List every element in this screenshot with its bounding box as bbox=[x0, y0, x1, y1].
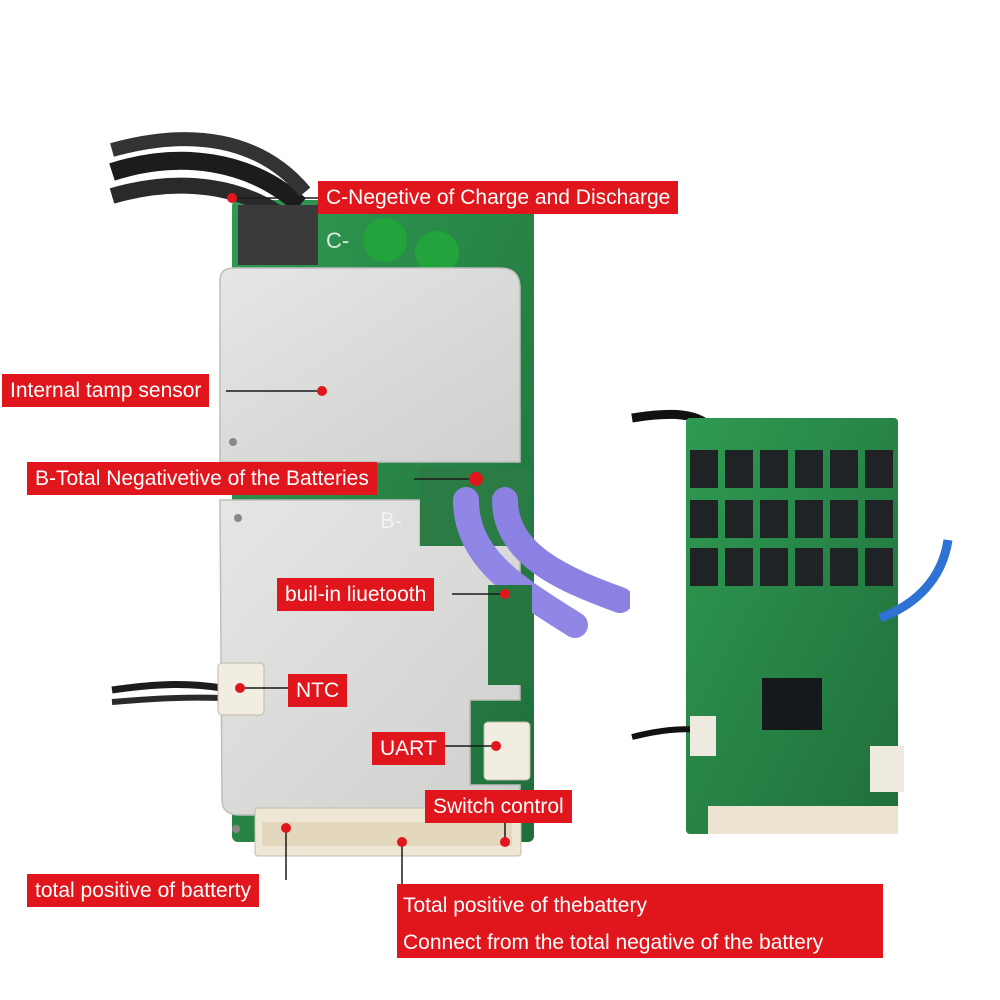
mosfet-1-1 bbox=[725, 500, 753, 538]
screw-hole-mid bbox=[234, 514, 242, 522]
pointer-dots bbox=[227, 193, 510, 847]
qc-sticker-1 bbox=[363, 218, 407, 262]
dot-ntc bbox=[235, 683, 245, 693]
qc-sticker-2 bbox=[415, 231, 459, 275]
mosfet-0-1 bbox=[725, 450, 753, 488]
port-c-text: C- bbox=[326, 228, 349, 253]
label-bluetooth: buil-in liuetooth bbox=[277, 578, 435, 611]
mosfet-0-2 bbox=[760, 450, 788, 488]
ntc-cable bbox=[111, 680, 223, 694]
label-total-positive-left: total positive of batterty bbox=[27, 874, 259, 907]
dot-total-positive-bottom bbox=[397, 837, 407, 847]
label-switch-control: Switch control bbox=[425, 790, 572, 823]
dot-uart bbox=[491, 741, 501, 751]
main-connector-strip-inner bbox=[262, 822, 512, 846]
bluetooth-module bbox=[488, 585, 532, 685]
mosfet-array bbox=[690, 450, 893, 586]
port-b-text: B- bbox=[380, 508, 402, 533]
c-minus-cable bbox=[109, 151, 307, 212]
top-view-uart-connector bbox=[870, 746, 904, 792]
b-minus-cable-2 bbox=[492, 487, 633, 613]
label-c-negative: C-Negetive of Charge and Discharge bbox=[318, 181, 679, 214]
mosfet-2-0 bbox=[690, 548, 718, 586]
label-uart: UART bbox=[372, 732, 445, 765]
dot-internal-temp bbox=[317, 386, 327, 396]
top-view-ntc-connector bbox=[690, 716, 716, 756]
top-view-connector-strip bbox=[708, 806, 898, 834]
mosfet-1-2 bbox=[760, 500, 788, 538]
dot-b-negative bbox=[469, 472, 483, 486]
mosfet-2-1 bbox=[725, 548, 753, 586]
mosfet-1-0 bbox=[690, 500, 718, 538]
mosfet-2-5 bbox=[865, 548, 893, 586]
b-minus-cable-1 bbox=[453, 487, 588, 638]
mosfet-1-5 bbox=[865, 500, 893, 538]
mosfet-2-3 bbox=[795, 548, 823, 586]
uart-connector bbox=[483, 721, 531, 781]
screw-hole-bottom bbox=[232, 825, 240, 833]
dot-c-negative bbox=[227, 193, 237, 203]
dot-total-positive-left bbox=[281, 823, 291, 833]
mcu-chip bbox=[762, 678, 822, 730]
heatsink-upper bbox=[219, 267, 521, 463]
top-view-board bbox=[630, 405, 953, 838]
label-b-negative: B-Total Negativetive of the Batteries bbox=[27, 462, 377, 495]
mosfet-0-3 bbox=[795, 450, 823, 488]
top-view-blue-wire bbox=[878, 539, 953, 623]
label-total-positive-bottom-line2: Connect from the total negative of the b… bbox=[403, 931, 824, 954]
screw-hole-top bbox=[229, 438, 237, 446]
mosfet-0-4 bbox=[830, 450, 858, 488]
mosfet-0-0 bbox=[690, 450, 718, 488]
label-internal-temp: Internal tamp sensor bbox=[2, 374, 210, 407]
mosfet-1-4 bbox=[830, 500, 858, 538]
dot-switch-control bbox=[500, 837, 510, 847]
mosfet-2-4 bbox=[830, 548, 858, 586]
mosfet-1-3 bbox=[795, 500, 823, 538]
label-total-positive-bottom: Total positive of thebattery Connect fro… bbox=[397, 884, 883, 958]
dot-bluetooth bbox=[500, 589, 510, 599]
c-minus-pad bbox=[238, 205, 318, 265]
mosfet-0-5 bbox=[865, 450, 893, 488]
mosfet-2-2 bbox=[760, 548, 788, 586]
label-ntc: NTC bbox=[288, 674, 348, 707]
main-board: C- B- bbox=[109, 132, 633, 857]
label-total-positive-bottom-line1: Total positive of thebattery bbox=[403, 894, 647, 917]
ntc-cable-2 bbox=[111, 694, 223, 705]
c-minus-cable-3 bbox=[110, 132, 311, 197]
